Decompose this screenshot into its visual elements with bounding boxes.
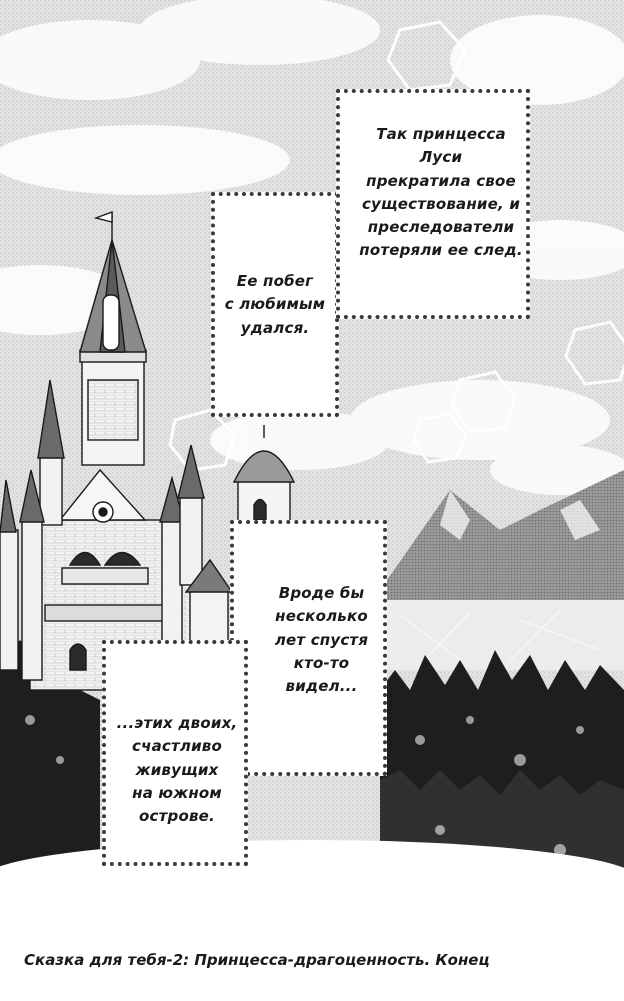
forest-highlights: [25, 715, 584, 856]
floating-hexagons: [168, 20, 624, 472]
narration-text-escape: Ее побег с любимым удался.: [224, 272, 326, 337]
narration-text-island: ...этих двоих, счастливо живущих на южно…: [116, 714, 238, 825]
narration-box-island: ...этих двоих, счастливо живущих на южно…: [102, 640, 248, 866]
narration-box-escape: Ее побег с любимым удался.: [211, 192, 339, 417]
narration-text-disappearance: Так принцесса Луси прекратила свое сущес…: [359, 125, 523, 260]
narration-box-seen: Вроде бы несколько лет спустя кто-то вид…: [230, 520, 387, 776]
narration-text-seen: Вроде бы несколько лет спустя кто-то вид…: [274, 584, 369, 695]
castle-landscape-illustration: [0, 0, 624, 930]
chapter-end-caption: Сказка для тебя-2: Принцесса-драгоценнос…: [24, 951, 490, 969]
lake: [380, 600, 624, 670]
narration-box-disappearance: Так принцесса Луси прекратила свое сущес…: [336, 89, 530, 319]
mountains: [380, 470, 624, 600]
